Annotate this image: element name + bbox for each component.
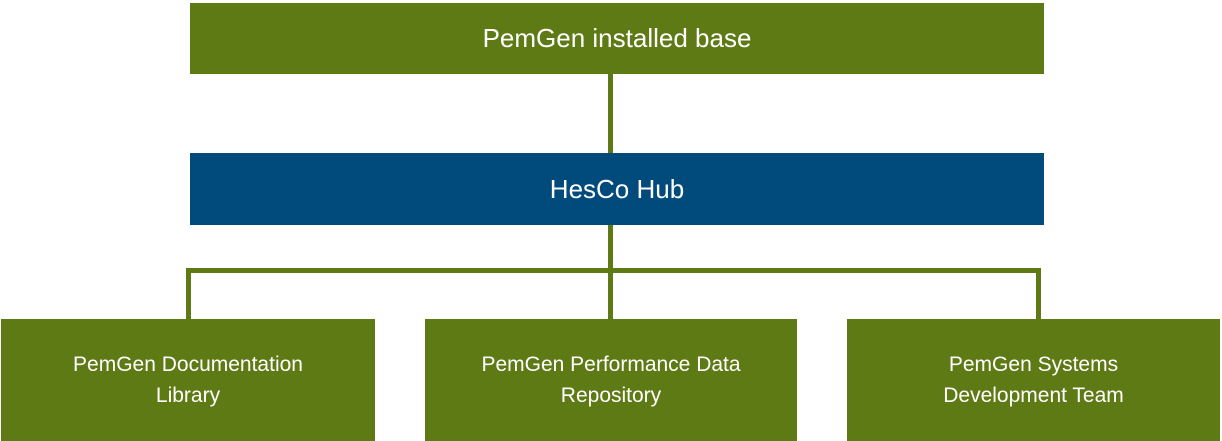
node-label-line1: PemGen Systems [948,353,1119,376]
node-label-line1: PemGen Performance Data [481,353,741,376]
node-label: HesCo Hub [549,173,685,204]
connector-to-development-team [1036,268,1041,319]
node-pemgen-installed-base: PemGen installed base [190,3,1044,74]
node-hesco-hub: HesCo Hub [190,153,1044,225]
node-label-line2: Development Team [943,384,1124,407]
node-label-line1: PemGen Documentation [73,353,303,376]
connector-horizontal-bar [186,268,1041,273]
node-documentation-library: PemGen Documentation Library [1,319,375,441]
node-label-line2: Library [155,384,221,407]
connector-to-performance-repository [608,268,613,319]
node-label-line2: Repository [560,384,662,407]
node-performance-data-repository: PemGen Performance Data Repository [425,319,797,441]
connector-top-to-hub [608,74,613,153]
node-systems-development-team: PemGen Systems Development Team [847,319,1220,441]
connector-to-documentation-library [186,268,191,319]
node-label: PemGen installed base [482,23,752,53]
connector-hub-down [608,225,613,272]
